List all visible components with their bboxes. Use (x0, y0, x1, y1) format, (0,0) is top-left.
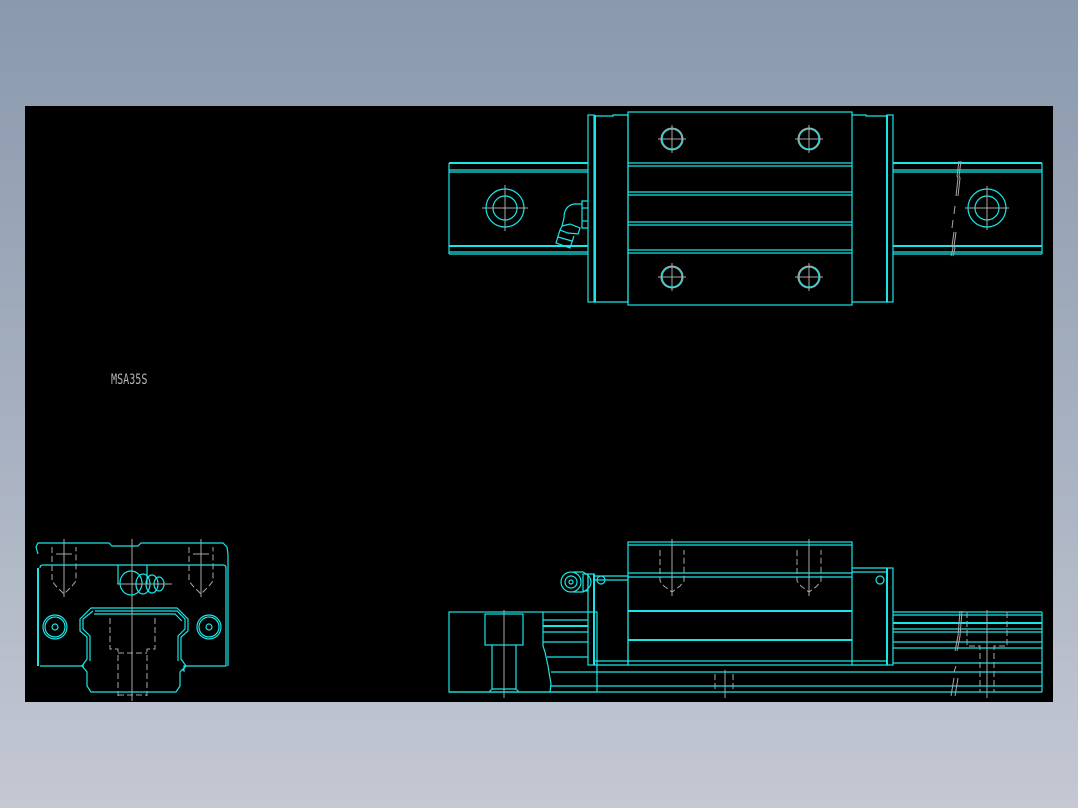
mounting-hole-icon (795, 263, 823, 291)
top-view (448, 111, 1043, 306)
end-seal-right (852, 114, 894, 303)
mounting-hole-icon (658, 125, 686, 153)
bolt-hole-left (51, 539, 77, 597)
block-bolt-hole (796, 539, 822, 596)
cad-drawing (35, 111, 1043, 701)
drawing-canvas[interactable]: MSA35S (25, 106, 1053, 702)
grease-nipple-top-icon (555, 200, 588, 249)
side-view (448, 539, 1043, 698)
mounting-hole-icon (658, 263, 686, 291)
mounting-hole-icon (795, 125, 823, 153)
block-bolt-hole (659, 539, 685, 596)
rail-top-right (893, 160, 1043, 257)
end-seal-left (587, 114, 629, 303)
grease-nipple-end-icon (117, 565, 172, 596)
bolt-hole-right (188, 539, 214, 597)
block-body-top (627, 111, 853, 306)
part-number-label: MSA35S (111, 372, 148, 388)
grease-nipple-side-icon (560, 571, 592, 593)
rail-top-left (448, 162, 588, 255)
end-view (35, 539, 229, 701)
